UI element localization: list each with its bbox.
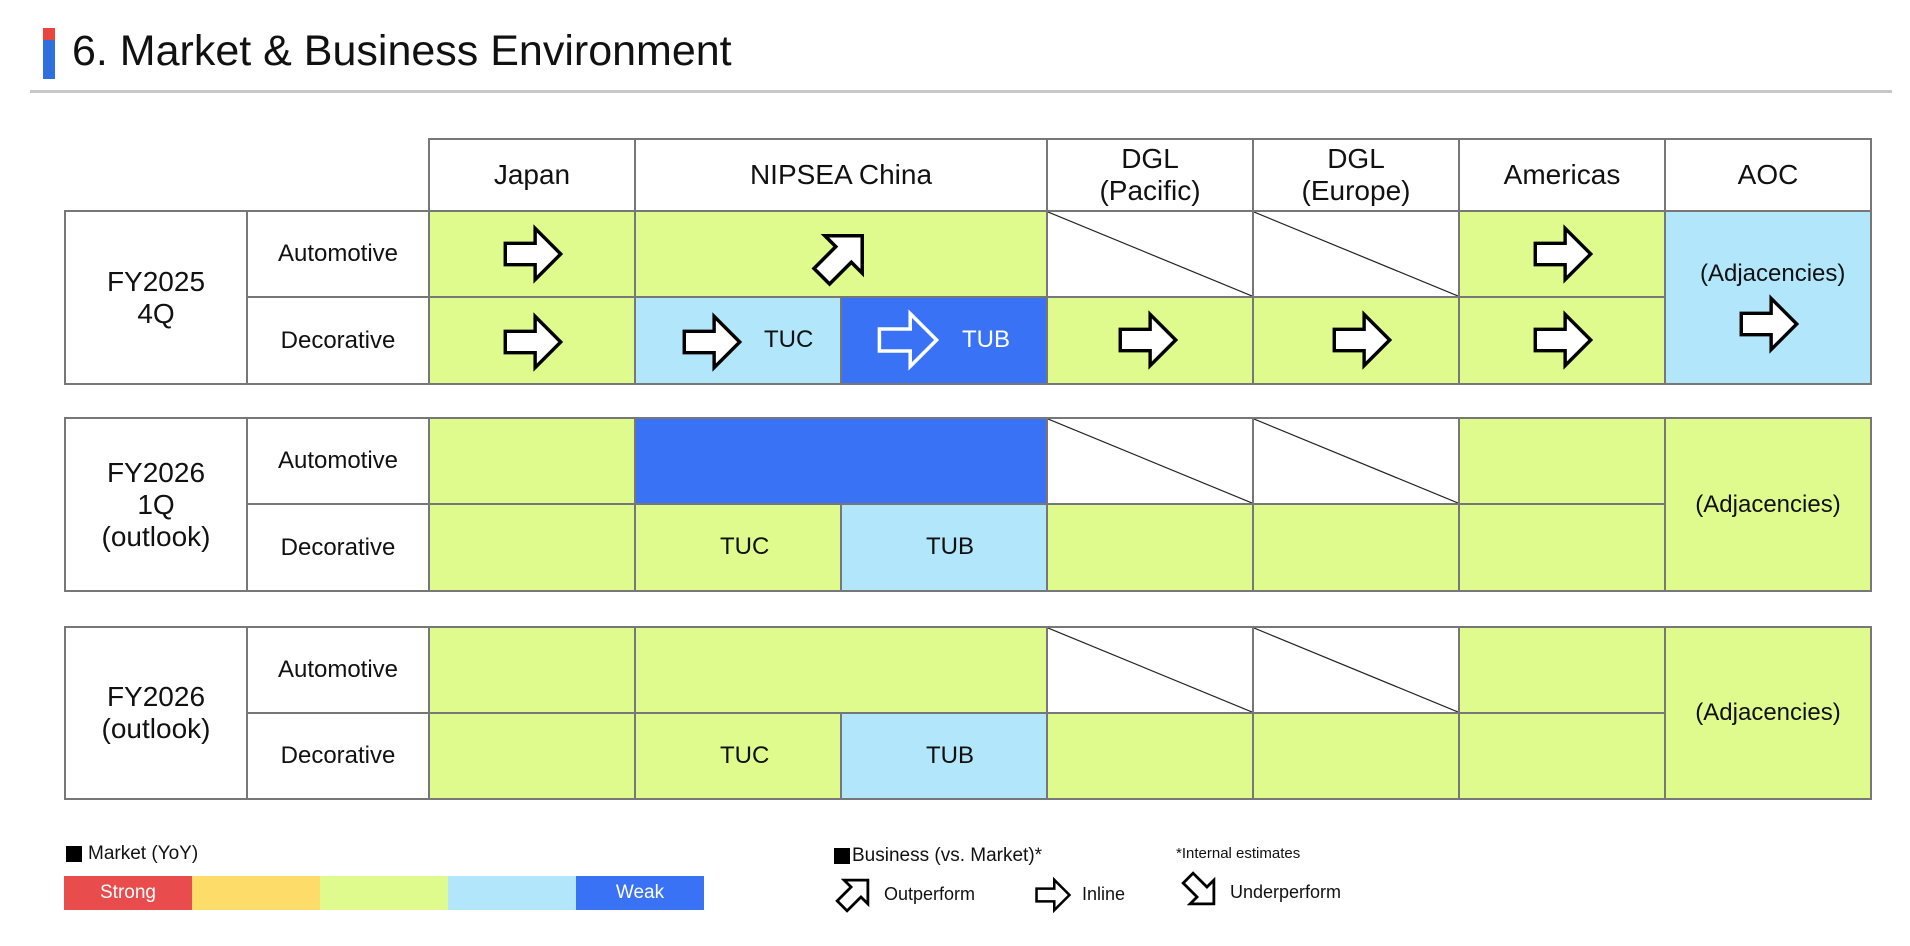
adjacencies-label: (Adjacencies)	[1695, 699, 1841, 726]
cell-americas-automotive-3	[1458, 626, 1666, 714]
header-japan: Japan	[428, 138, 636, 212]
business-legend-title: Business (vs. Market)*	[834, 845, 1042, 867]
right-arrow-icon	[1332, 310, 1393, 370]
cell-americas-decorative-2	[1458, 503, 1666, 592]
cell-pacific-automotive-1	[1046, 210, 1254, 298]
segment-decorative-1: Decorative	[246, 296, 430, 385]
right-arrow-icon	[1533, 224, 1594, 284]
cell-americas-decorative-3	[1458, 712, 1666, 800]
scale-green	[320, 876, 448, 910]
not-applicable-diagonal	[1048, 212, 1252, 296]
not-applicable-diagonal	[1048, 628, 1252, 712]
title-divider	[30, 90, 1892, 93]
not-applicable-diagonal	[1254, 419, 1458, 503]
down-right-arrow-icon	[1181, 871, 1216, 906]
period-label-1: FY2025 4Q	[64, 210, 248, 385]
cell-pacific-decorative-2	[1046, 503, 1254, 592]
cell-americas-decorative-1	[1458, 296, 1666, 385]
cell-europe-automotive-1	[1252, 210, 1460, 298]
cell-japan-automotive-1	[428, 210, 636, 298]
cell-pacific-decorative-3	[1046, 712, 1254, 800]
outperform-label: Outperform	[884, 884, 976, 904]
market-legend-title: Market (YoY)	[66, 843, 198, 865]
not-applicable-diagonal	[1254, 628, 1458, 712]
cell-japan-decorative-3	[428, 712, 636, 800]
right-arrow-icon	[503, 224, 564, 284]
tuc-label: TUC	[764, 326, 814, 353]
underperform-label: Underperform	[1230, 882, 1342, 902]
inline-label: Inline	[1082, 884, 1126, 904]
cell-japan-decorative-2	[428, 503, 636, 592]
cell-japan-decorative-1	[428, 296, 636, 385]
header-dgl-europe: DGL (Europe)	[1252, 138, 1460, 212]
cell-aoc-3: (Adjacencies)	[1664, 626, 1872, 800]
period-label-3: FY2026 (outlook)	[64, 626, 248, 800]
right-arrow-icon	[503, 312, 564, 372]
scale-weak: Weak	[576, 876, 704, 910]
cell-aoc-1: (Adjacencies)	[1664, 210, 1872, 385]
header-americas: Americas	[1458, 138, 1666, 212]
market-color-scale: Strong Weak	[64, 876, 704, 910]
cell-nipsea-automotive-3	[634, 626, 1048, 714]
tub-label: TUB	[962, 326, 1010, 353]
square-bullet-icon	[66, 846, 82, 862]
cell-europe-automotive-2	[1252, 417, 1460, 505]
cell-europe-decorative-1	[1252, 296, 1460, 385]
segment-decorative-3: Decorative	[246, 712, 430, 800]
segment-automotive-1: Automotive	[246, 210, 430, 298]
tuc-label: TUC	[720, 742, 770, 769]
internal-estimates-note: *Internal estimates	[1176, 845, 1301, 862]
cell-nipsea-decorative-tuc-1: TUC	[634, 296, 842, 385]
cell-nipsea-decorative-tuc-3: TUC	[634, 712, 842, 800]
cell-aoc-2: (Adjacencies)	[1664, 417, 1872, 592]
cell-pacific-decorative-1	[1046, 296, 1254, 385]
right-arrow-icon	[1739, 294, 1800, 354]
adjacencies-label: (Adjacencies)	[1700, 260, 1846, 287]
cell-japan-automotive-3	[428, 626, 636, 714]
header-aoc: AOC	[1664, 138, 1872, 212]
cell-nipsea-decorative-tub-3: TUB	[840, 712, 1048, 800]
up-right-arrow-icon	[811, 234, 864, 287]
up-right-arrow-icon	[835, 878, 870, 913]
right-arrow-icon	[1035, 876, 1072, 914]
segment-automotive-3: Automotive	[246, 626, 430, 714]
cell-nipsea-decorative-tuc-2: TUC	[634, 503, 842, 592]
right-arrow-icon	[877, 309, 940, 371]
segment-decorative-2: Decorative	[246, 503, 430, 592]
square-bullet-icon	[834, 848, 850, 864]
scale-light-blue	[448, 876, 576, 910]
cell-nipsea-automotive-1	[634, 210, 1048, 298]
header-dgl-pacific: DGL (Pacific)	[1046, 138, 1254, 212]
cell-nipsea-decorative-tub-2: TUB	[840, 503, 1048, 592]
cell-pacific-automotive-3	[1046, 626, 1254, 714]
business-legend-label: Business (vs. Market)*	[852, 845, 1043, 866]
cell-nipsea-decorative-tub-1: TUB	[840, 296, 1048, 385]
cell-europe-automotive-3	[1252, 626, 1460, 714]
segment-automotive-2: Automotive	[246, 417, 430, 505]
scale-orange	[192, 876, 320, 910]
right-arrow-icon	[1118, 310, 1179, 370]
cell-americas-automotive-2	[1458, 417, 1666, 505]
cell-japan-automotive-2	[428, 417, 636, 505]
title-accent-bar	[43, 28, 55, 79]
tub-label: TUB	[926, 742, 974, 769]
cell-nipsea-automotive-2	[634, 417, 1048, 505]
market-legend-label: Market (YoY)	[88, 843, 199, 864]
right-arrow-icon	[1533, 310, 1594, 370]
cell-pacific-automotive-2	[1046, 417, 1254, 505]
tuc-label: TUC	[720, 533, 770, 560]
adjacencies-label: (Adjacencies)	[1695, 490, 1841, 518]
page-title: 6. Market & Business Environment	[72, 27, 732, 75]
period-label-2: FY2026 1Q (outlook)	[64, 417, 248, 592]
right-arrow-icon	[682, 312, 743, 372]
cell-europe-decorative-2	[1252, 503, 1460, 592]
cell-europe-decorative-3	[1252, 712, 1460, 800]
header-nipsea-china: NIPSEA China	[634, 138, 1048, 212]
tub-label: TUB	[926, 533, 974, 560]
not-applicable-diagonal	[1048, 419, 1252, 503]
scale-strong: Strong	[64, 876, 192, 910]
cell-americas-automotive-1	[1458, 210, 1666, 298]
not-applicable-diagonal	[1254, 212, 1458, 296]
